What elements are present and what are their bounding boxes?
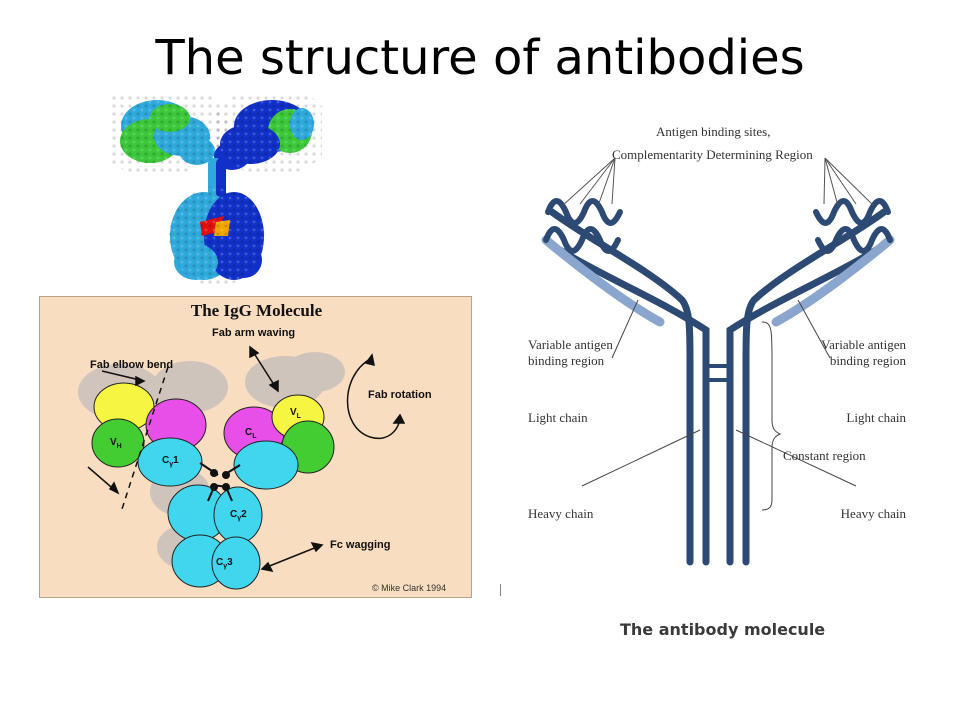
light-chain-left-line: [541, 235, 665, 327]
antigen-sites-line1: Antigen binding sites,: [656, 124, 771, 139]
schematic-caption: The antibody molecule: [620, 620, 826, 639]
antigen-binding-sites-label: Antigen binding sites,: [656, 124, 770, 140]
variable-left-line1: Variable antigen: [528, 337, 613, 352]
light-chain-right-line: [771, 235, 895, 327]
fab-elbow-bend-line: [121, 366, 169, 510]
antibody-schematic-diagram: [541, 157, 895, 566]
cdr-pointer-lines: [561, 157, 875, 207]
variable-region-right-label: Variable antigen binding region: [800, 337, 906, 369]
label-pointer-lines: [581, 299, 857, 511]
antibody-3d-model-image: [112, 96, 322, 284]
ch3-label: Cγ3: [216, 557, 233, 570]
cl-label: CL: [245, 427, 257, 440]
ch1-domain-right: [233, 440, 299, 490]
fab-rotation-label: Fab rotation: [368, 389, 432, 401]
igg-molecule-panel: The IgG Molecule Fab arm waving Fab elbo…: [39, 296, 472, 598]
stray-mark: [500, 584, 501, 596]
variable-right-line1: Variable antigen: [821, 337, 906, 352]
igg-panel-title: The IgG Molecule: [190, 301, 323, 320]
fc-stem: [169, 186, 265, 284]
heavy-chain-right-label: Heavy chain: [840, 506, 906, 521]
ch2-label: Cγ2: [230, 509, 247, 522]
igg-diagram: [78, 345, 406, 590]
variable-loops-left: [543, 198, 623, 254]
variable-loops-right: [813, 198, 893, 254]
light-chain-right-label: Light chain: [846, 410, 906, 425]
fab-arm-waving-label: Fab arm waving: [212, 327, 296, 339]
variable-left-line2: binding region: [528, 353, 605, 368]
variable-region-left-label: Variable antigen binding region: [528, 337, 613, 369]
slide-title: The structure of antibodies: [155, 30, 805, 86]
vh-label: VH: [110, 437, 122, 450]
right-fab-arm: [212, 96, 322, 176]
cdr-label: Complementarity Determining Region: [612, 147, 813, 162]
fc-wagging-label: Fc wagging: [330, 539, 391, 551]
fab-elbow-bend-label: Fab elbow bend: [90, 359, 174, 371]
hinge-disulfide-bonds: [199, 462, 241, 502]
variable-right-line2: binding region: [829, 353, 906, 368]
left-fab-arm: [112, 96, 227, 176]
ch3-domain-right: [211, 536, 261, 590]
ch1-label: Cγ1: [162, 455, 179, 468]
heavy-chain-left-label: Heavy chain: [528, 506, 594, 521]
vl-label: VL: [290, 407, 301, 420]
light-chain-left-label: Light chain: [528, 410, 588, 425]
constant-region-label: Constant region: [783, 448, 866, 463]
copyright-text: © Mike Clark 1994: [372, 583, 447, 593]
motion-arrows: [87, 345, 406, 573]
